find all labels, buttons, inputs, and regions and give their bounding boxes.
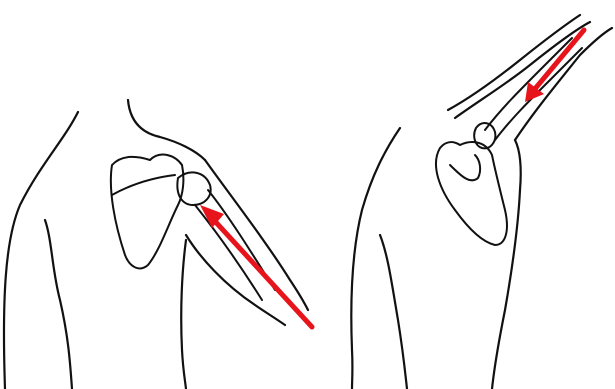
right-panel	[351, 15, 612, 389]
right-back-contour	[380, 235, 407, 389]
left-arm-upper-line	[205, 160, 308, 310]
left-scapular-spine	[112, 175, 175, 195]
right-scapula	[436, 142, 507, 245]
right-force-arrow	[525, 30, 584, 102]
left-scapula	[111, 155, 184, 269]
left-torso-outline	[4, 112, 78, 389]
left-trunk-side	[181, 240, 186, 389]
right-arm-mid-line	[455, 22, 590, 118]
left-neck-contour	[128, 100, 205, 160]
right-torso-outline	[351, 128, 400, 389]
right-armpit-line	[515, 140, 521, 190]
left-panel	[4, 100, 312, 389]
right-humeral-head	[474, 123, 495, 148]
right-scapular-spine	[450, 155, 480, 180]
left-force-arrow	[200, 205, 312, 327]
left-back-contour	[45, 220, 72, 389]
